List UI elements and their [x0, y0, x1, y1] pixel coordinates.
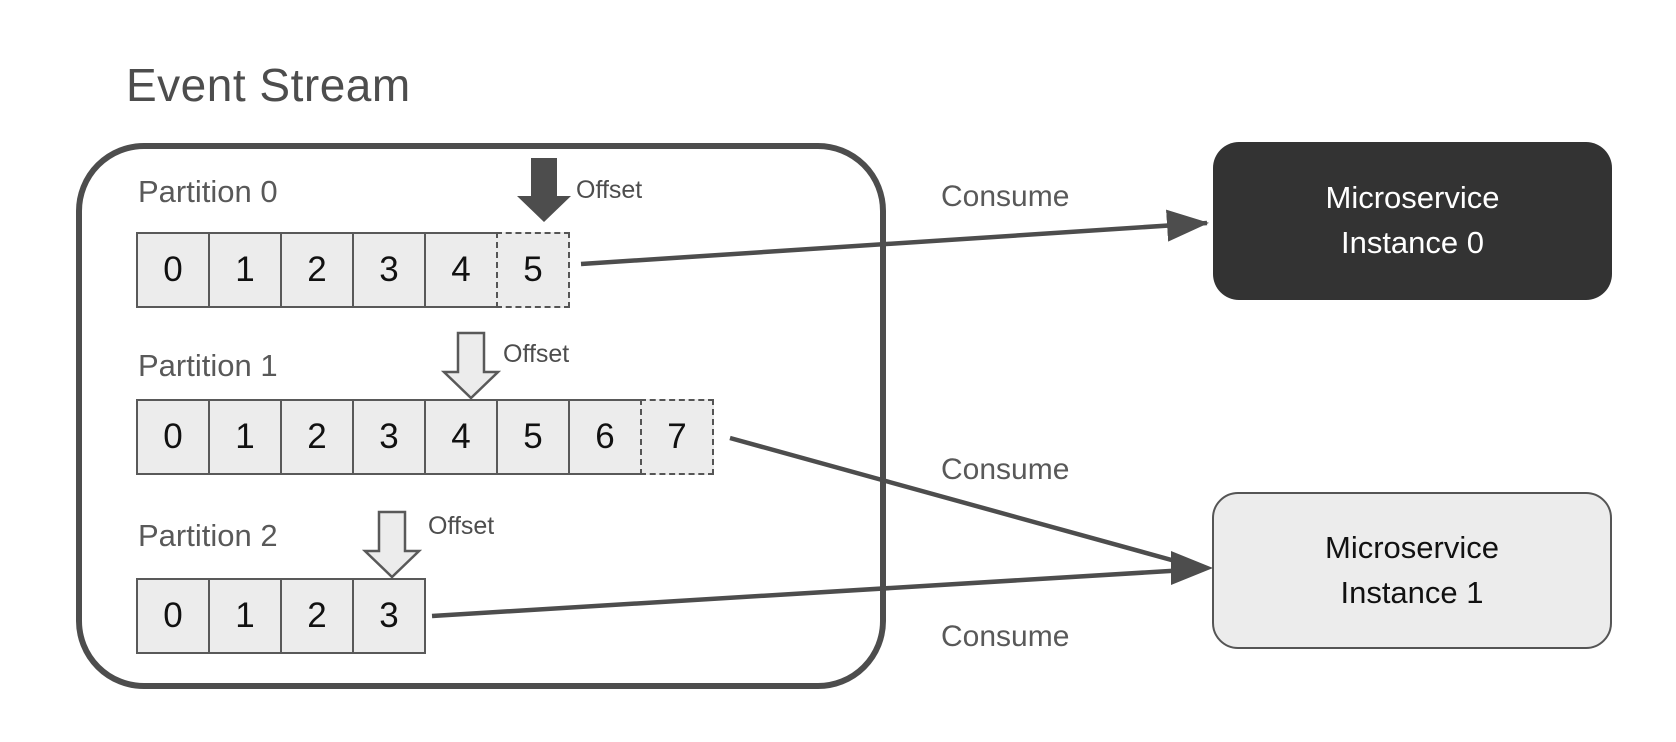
- microservice-instance-0-box: Microservice Instance 0: [1213, 142, 1612, 300]
- partition-1-cell-7: 7: [640, 399, 714, 475]
- partition-1-cell-2: 2: [280, 399, 354, 475]
- partition-1-cell-1: 1: [208, 399, 282, 475]
- partition-0-cell-2: 2: [280, 232, 354, 308]
- partition-1-cell-6: 6: [568, 399, 642, 475]
- partition-2-cell-3: 3: [352, 578, 426, 654]
- partition-1-label: Partition 1: [138, 348, 278, 383]
- microservice-instance-1-box: Microservice Instance 1: [1212, 492, 1612, 649]
- partition-2-offset-label: Offset: [428, 512, 495, 540]
- partition-0-cell-0: 0: [136, 232, 210, 308]
- consume-edge-2-label: Consume: [941, 620, 1070, 653]
- event-stream-boundary: [76, 143, 886, 689]
- partition-2-cell-0: 0: [136, 578, 210, 654]
- partition-1-cell-0: 0: [136, 399, 210, 475]
- partition-1-cell-4: 4: [424, 399, 498, 475]
- partition-0-cell-4: 4: [424, 232, 498, 308]
- diagram-title: Event Stream: [126, 59, 411, 111]
- partition-1-offset-label: Offset: [503, 340, 570, 368]
- shared-arrowhead-icon: [1171, 551, 1213, 585]
- consume-edge-1-label: Consume: [941, 453, 1070, 486]
- partition-2-cell-2: 2: [280, 578, 354, 654]
- partition-0-cell-3: 3: [352, 232, 426, 308]
- partition-2-cell-1: 1: [208, 578, 282, 654]
- partition-2-cells: 0 1 2 3: [136, 578, 426, 654]
- partition-0-offset-label: Offset: [576, 176, 643, 204]
- partition-0-cell-1: 1: [208, 232, 282, 308]
- consume-edge-0-label: Consume: [941, 180, 1070, 213]
- partition-0-label: Partition 0: [138, 174, 278, 209]
- partition-0-cell-5: 5: [496, 232, 570, 308]
- partition-2-label: Partition 2: [138, 518, 278, 553]
- partition-1-cell-5: 5: [496, 399, 570, 475]
- partition-0-cells: 0 1 2 3 4 5: [136, 232, 570, 308]
- partition-1-cells: 0 1 2 3 4 5 6 7: [136, 399, 714, 475]
- partition-1-cell-3: 3: [352, 399, 426, 475]
